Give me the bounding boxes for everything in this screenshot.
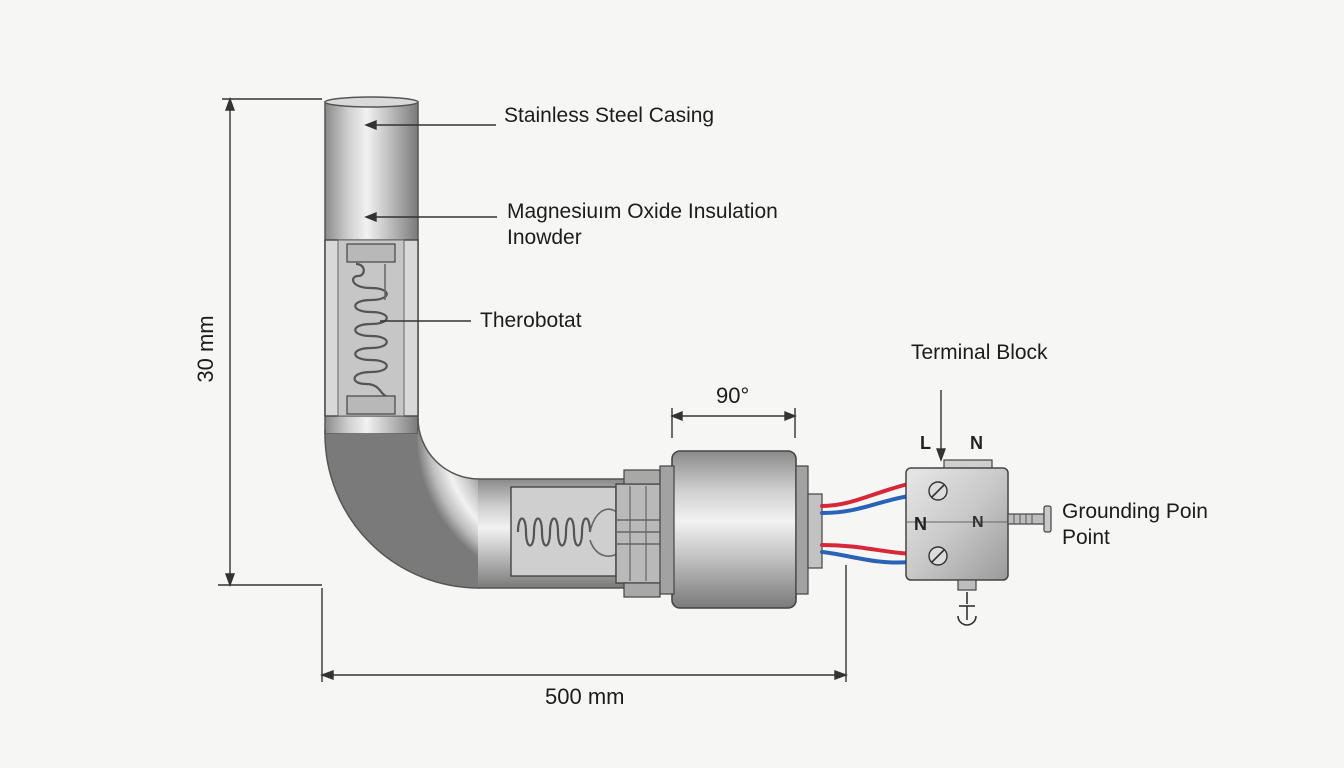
pipe-elbow	[325, 418, 479, 588]
insulation-label-line1: Magnesiuım Oxide Insulation	[507, 200, 778, 223]
thermostat-coil	[351, 262, 388, 398]
wires	[820, 482, 914, 565]
terminal-face-label-n-right: N	[972, 514, 984, 531]
grounding-bolt	[1007, 505, 1052, 533]
flange-adapter	[615, 469, 669, 598]
wire-live-bottom	[820, 543, 914, 556]
angle-dimension-label: 90°	[716, 383, 750, 408]
terminal-label-n: N	[970, 433, 983, 453]
terminal-face-label-n-left: N	[914, 514, 927, 534]
ground-symbol-icon	[957, 592, 977, 626]
length-dimension-label: 500 mm	[545, 684, 625, 709]
length-dimension	[319, 565, 849, 682]
grounding-label-line2: Point	[1062, 526, 1110, 549]
cylinder-housing	[659, 450, 823, 609]
terminal-block-label: Terminal Block	[911, 341, 1048, 364]
thermostat-cutaway	[324, 239, 419, 417]
insulation-label: Magnesiuım Oxide Insulation Inowder	[507, 199, 778, 251]
pipe-end-cap	[324, 96, 419, 108]
heating-coil	[516, 517, 592, 547]
element-cutaway	[510, 486, 623, 577]
casing-label: Stainless Steel Casing	[504, 104, 715, 127]
terminal-label-l: L	[920, 433, 931, 453]
height-dimension-label: 30 mm	[193, 315, 218, 383]
angle-dimension	[670, 408, 797, 438]
grounding-point-label: Grounding Poin Point	[1062, 499, 1208, 551]
thermostat-label: Therobotat	[480, 309, 582, 332]
height-dimension	[218, 96, 322, 588]
terminal-screw-icon	[928, 546, 948, 566]
wire-live-top	[820, 482, 910, 508]
terminal-block	[905, 459, 1052, 626]
callout-leaders	[364, 119, 946, 463]
terminal-screw-icon	[928, 481, 948, 501]
wire-neutral-bottom	[820, 550, 912, 565]
insulation-label-line2: Inowder	[507, 226, 582, 249]
wire-neutral-top	[820, 494, 912, 515]
grounding-label-line1: Grounding Poin	[1062, 500, 1208, 523]
